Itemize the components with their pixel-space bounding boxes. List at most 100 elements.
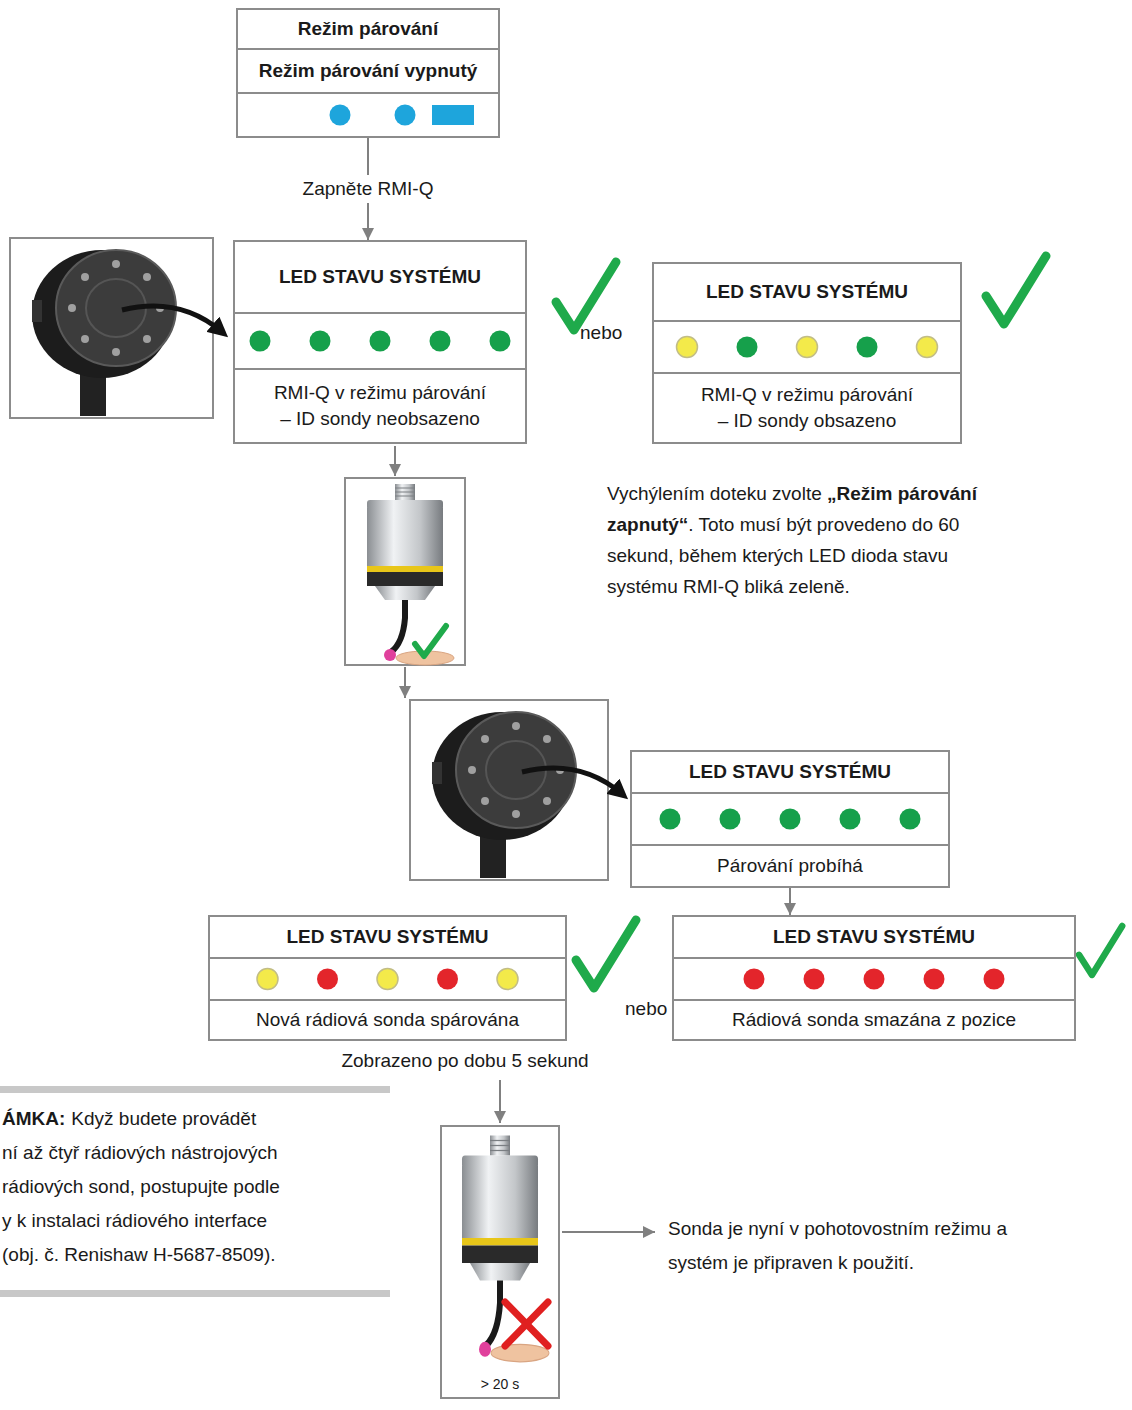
text-row: LED STAVU SYSTÉMU [210,917,565,959]
box-text: Nová rádiová sonda spárována [256,1007,519,1033]
status-led [317,969,338,990]
note-text: Sonda je nyní v pohotovostním režimu a s… [668,1218,1007,1273]
status-led [924,969,945,990]
status-led [395,105,416,126]
check-mark [1079,926,1122,975]
status-led [437,969,458,990]
cross-mark [505,1302,548,1346]
note-text: nebo [625,998,667,1019]
led-row [235,314,525,370]
note-bar [0,1086,390,1093]
status-led [804,969,825,990]
text-row: > 20 s [442,1371,558,1397]
check-mark [415,626,446,656]
rmiq-unit [32,250,176,416]
status-led [377,969,398,990]
led-status-box: LED STAVU SYSTÉMU Rádiová sonda smazána z… [672,915,1076,1041]
text-block: ÁMKA: Když budete provádět [2,1106,256,1132]
flow-arrow [394,446,396,476]
interface-picture [410,700,622,880]
status-led [330,105,351,126]
text-block: Zobrazeno po dobu 5 sekund [215,1048,715,1074]
box-heading: Režim párování vypnutý [259,58,478,84]
led-status-box: LED STAVU SYSTÉMU RMI-Q v režimu párování… [233,240,527,444]
status-led [780,809,801,830]
status-led [370,331,391,352]
text-block: Sonda je nyní v pohotovostním režimu a s… [668,1212,1024,1280]
led-row [210,959,565,1001]
emphasis-text: ÁMKA: [2,1108,65,1129]
status-led [917,337,938,358]
box-text: RMI-Q v režimu párování – ID sondy obsaz… [697,382,917,434]
interface-picture [10,238,222,418]
probe-drawing [462,1136,549,1362]
status-led [737,337,758,358]
picture-frame [410,700,608,880]
status-led [744,969,765,990]
text-row: Režim párování vypnutý [238,50,498,94]
note-text: Vychýlením doteku zvolte [607,483,822,504]
status-led [497,969,518,990]
text-block: rádiových sond, postupujte podle [2,1174,280,1200]
flow-arrow [499,1080,501,1123]
text-row: LED STAVU SYSTÉMU [235,242,525,314]
status-led [677,337,698,358]
picture-frame [345,478,465,665]
led-row [632,794,948,846]
status-led [984,969,1005,990]
text-block: y k instalaci rádiového interface [2,1208,267,1234]
cross-mark [505,1302,548,1346]
text-row: LED STAVU SYSTÉMU [632,752,948,794]
text-block: nebo [625,996,667,1022]
led-indicators [632,795,948,843]
note-text: Zobrazeno po dobu 5 sekund [341,1050,588,1071]
status-led [864,969,885,990]
box-text: RMI-Q v režimu párování – ID sondy neobs… [270,380,490,432]
led-indicators [654,323,960,371]
text-block: (obj. č. Renishaw H-5687-8509). [2,1242,276,1268]
status-led [257,969,278,990]
box-heading: LED STAVU SYSTÉMU [279,264,481,290]
status-led [720,809,741,830]
text-block: nebo [580,320,622,346]
probe-drawing [462,1136,549,1362]
box-text: > 20 s [481,1375,520,1393]
probe-drawing [367,484,454,665]
status-led [250,331,271,352]
box-text: Rádiová sonda smazána z pozice [732,1007,1016,1033]
note-text: Když budete provádět [71,1108,256,1129]
led-indicators [210,960,565,998]
status-led [660,809,681,830]
status-led [840,809,861,830]
status-led [432,105,474,125]
led-status-box: LED STAVU SYSTÉMU Párování probíhá [630,750,950,888]
image-area [442,1127,558,1371]
text-row: LED STAVU SYSTÉMU [674,917,1074,959]
led-row [654,322,960,374]
led-status-box: LED STAVU SYSTÉMU RMI-Q v režimu párování… [652,262,962,444]
probe-picture [345,478,465,665]
status-led [900,809,921,830]
pointer-arrow [522,768,622,794]
note-text: y k instalaci rádiového interface [2,1210,267,1231]
picture-frame [10,238,213,418]
edge-label: Zapněte RMI-Q [297,175,440,203]
led-status-box: LED STAVU SYSTÉMU Nová rádiová sonda spár… [208,915,567,1041]
note-bar [0,1290,390,1297]
check-marks [556,256,1122,988]
status-led [797,337,818,358]
led-row [674,959,1074,1001]
status-led [310,331,331,352]
text-row: Nová rádiová sonda spárována [210,1001,565,1039]
check-mark [556,262,616,330]
box-heading: LED STAVU SYSTÉMU [706,279,908,305]
text-block: ní až čtyř rádiových nástrojových [2,1140,278,1166]
note-text: rádiových sond, postupujte podle [2,1176,280,1197]
text-row: Párování probíhá [632,846,948,886]
box-heading: Režim párování [298,16,438,42]
flow-arrow [562,1231,655,1233]
check-mark [576,920,636,988]
note-text: ní až čtyř rádiových nástrojových [2,1142,278,1163]
